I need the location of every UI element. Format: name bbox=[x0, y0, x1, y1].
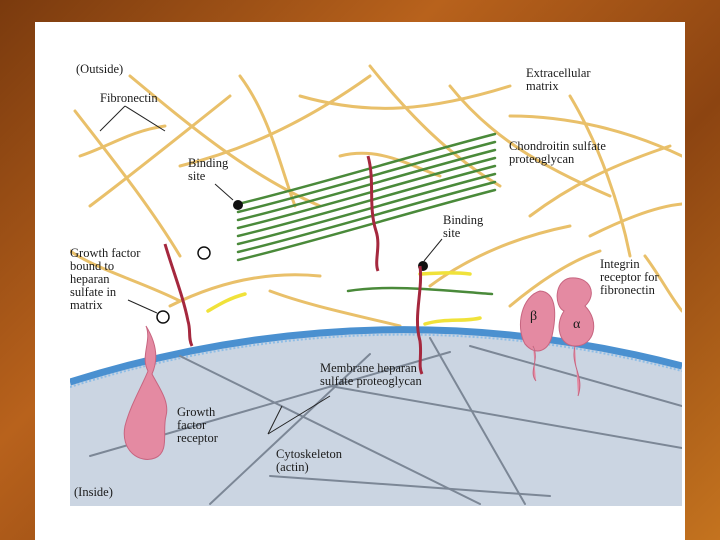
growth-factor-circles bbox=[157, 247, 210, 323]
binding-site-label: Binding site bbox=[443, 214, 483, 240]
growth-factor-receptor-label: Growth factor receptor bbox=[177, 406, 218, 445]
membrane-heparan-label: Membrane heparan sulfate proteoglycan bbox=[320, 362, 422, 388]
alpha-subunit-label: α bbox=[573, 318, 580, 331]
cytoskeleton-label: Cytoskeleton (actin) bbox=[276, 448, 342, 474]
integrin-label: Integrin receptor for fibronectin bbox=[600, 258, 659, 297]
binding-site-dot bbox=[233, 200, 243, 210]
ecm-diagram bbox=[70, 56, 682, 506]
outside-label: (Outside) bbox=[76, 63, 123, 76]
beta-subunit-label: β bbox=[530, 310, 537, 323]
fibronectin-label: Fibronectin bbox=[100, 92, 158, 105]
extracellular-matrix-label: Extracellular matrix bbox=[526, 67, 591, 93]
binding-site-label: Binding site bbox=[188, 157, 228, 183]
growth-factor-bound-label: Growth factor bound to heparan sulfate i… bbox=[70, 247, 140, 312]
inside-label: (Inside) bbox=[74, 486, 113, 499]
chondroitin-label: Chondroitin sulfate proteoglycan bbox=[509, 140, 606, 166]
